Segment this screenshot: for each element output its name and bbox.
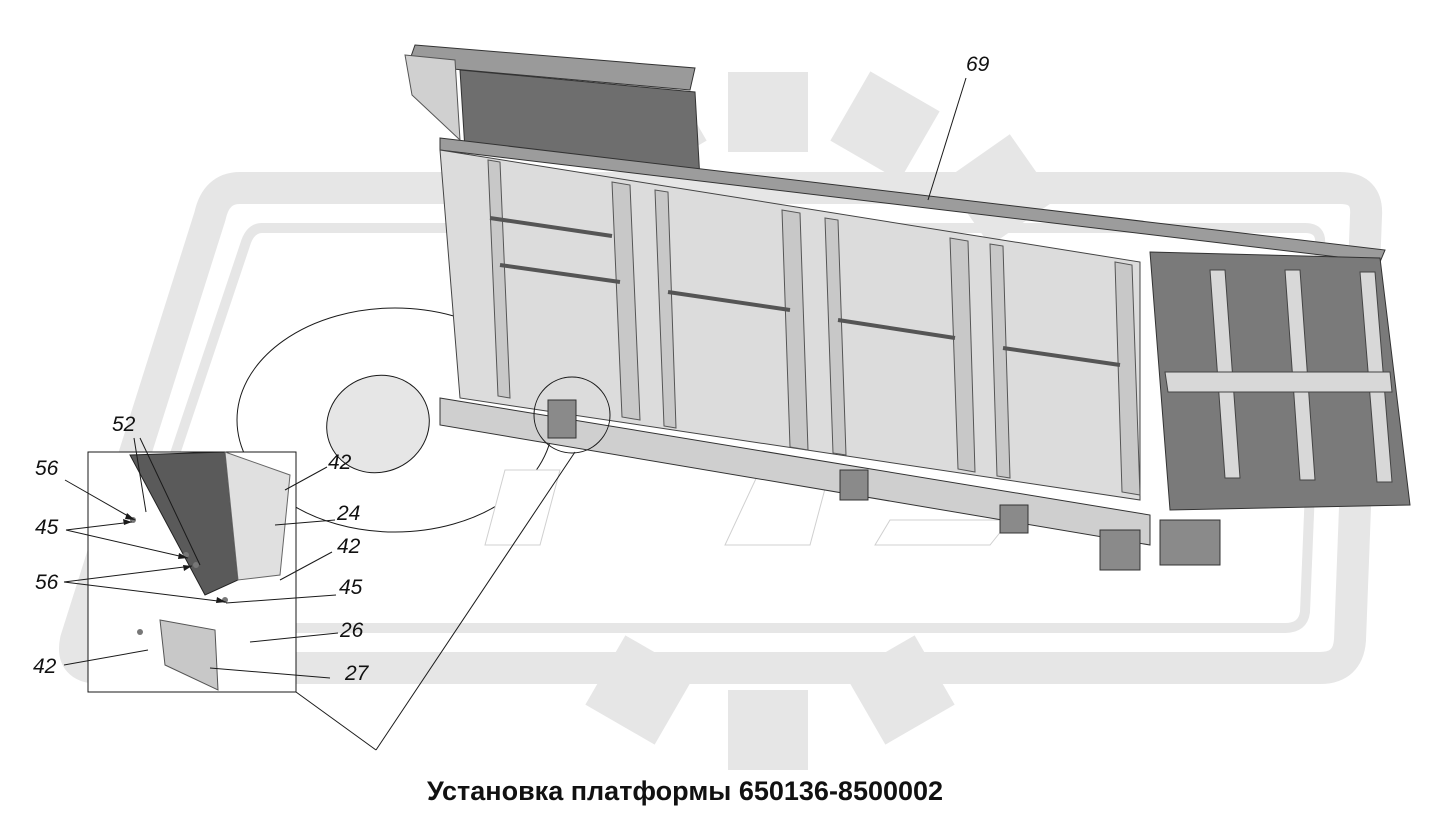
- watermark-letters: [484, 469, 1012, 546]
- leader-lines: [63, 77, 967, 751]
- callout-45-left: 45: [35, 516, 59, 539]
- callout-27: 27: [345, 662, 369, 685]
- figure-caption: Установка платформы 650136-8500002: [426, 776, 944, 806]
- callout-69: 69: [966, 53, 990, 76]
- callout-42-lower: 42: [33, 655, 57, 678]
- detail-inset: [87, 451, 297, 693]
- callout-42-middle: 42: [337, 535, 361, 558]
- callout-42-upper: 42: [328, 451, 352, 474]
- arrow-heads: [123, 513, 226, 603]
- callout-26: 26: [340, 619, 364, 642]
- dump-body: [404, 44, 1411, 571]
- callout-52: 52: [112, 413, 136, 436]
- callout-56-lower: 56: [35, 571, 59, 594]
- callout-45-right: 45: [339, 576, 363, 599]
- callout-56-upper: 56: [35, 457, 59, 480]
- callout-24: 24: [337, 502, 361, 525]
